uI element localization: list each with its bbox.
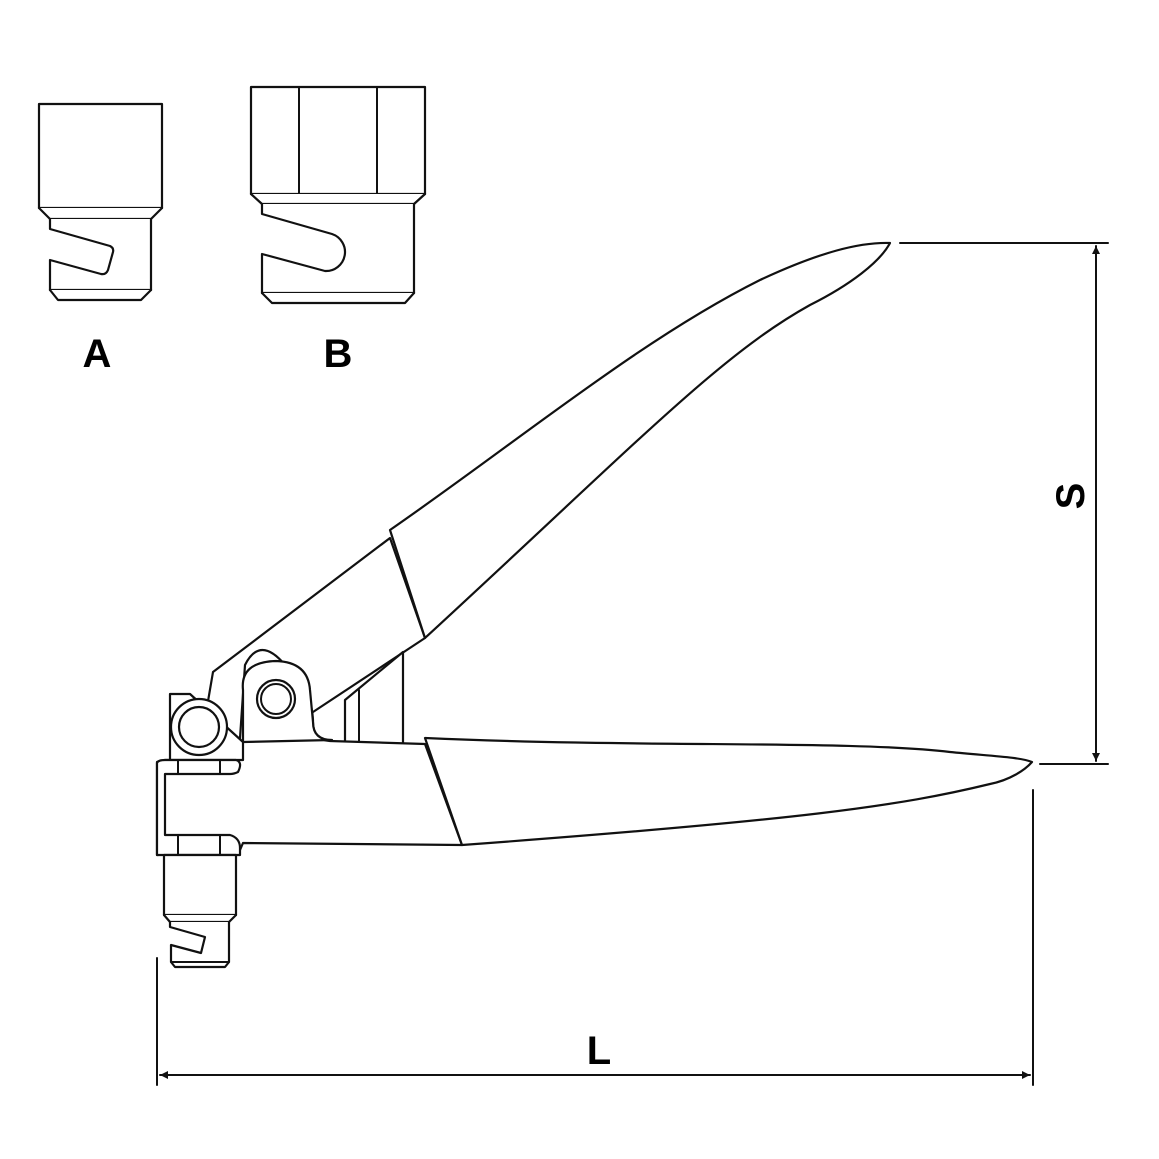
nozzle-a	[37, 102, 164, 302]
lower-pivot-pin	[177, 705, 221, 749]
label-dimension-l: L	[587, 1029, 611, 1073]
label-dimension-s: S	[1049, 483, 1093, 510]
pliers-head	[155, 659, 334, 969]
label-part-a: A	[83, 332, 112, 376]
label-part-b: B	[324, 332, 353, 376]
upper-pivot-pin	[255, 678, 297, 720]
dimension-l	[156, 789, 1034, 1086]
dimension-s	[899, 242, 1109, 765]
nozzle-b	[249, 85, 427, 305]
